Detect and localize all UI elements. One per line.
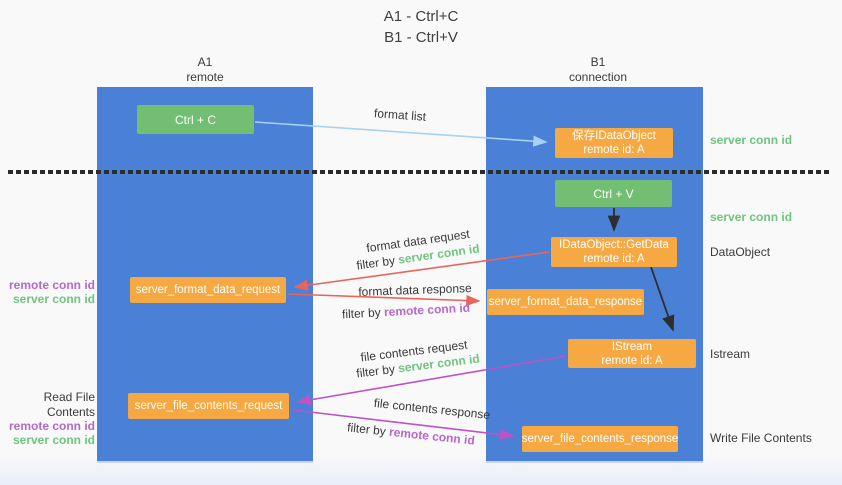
label-filter-by-remote-conn-id-file: filter by remote conn id: [347, 420, 476, 447]
node-istream-line1: IStream: [611, 340, 653, 353]
left-labels-file: Read File Contents remote conn id server…: [0, 390, 95, 447]
lane-header-a1-line1: A1: [197, 55, 213, 69]
node-ctrl-v: Ctrl + V: [555, 180, 672, 207]
node-ctrl-c: Ctrl + C: [137, 105, 254, 134]
node-ctrl-c-label: Ctrl + C: [174, 112, 216, 127]
label-filter-by-remote-conn-id-format: filter by remote conn id: [342, 301, 471, 322]
server-conn-id-label-ctrlv: server conn id: [710, 210, 793, 224]
istream-label: Istream: [710, 347, 751, 361]
left-labels-format: remote conn id server conn id: [0, 278, 95, 306]
server-conn-id-label: server conn id: [12, 291, 95, 306]
node-save-idataobject: 保存IDataObject remote id: A: [555, 128, 673, 158]
remote-conn-id-label: remote conn id: [8, 419, 95, 433]
read-file-contents-label: Read File Contents: [43, 390, 95, 419]
server-conn-id-label: server conn id: [12, 432, 95, 447]
node-server-format-data-response: server_format_data_response: [487, 289, 644, 315]
write-file-contents-label: Write File Contents: [710, 431, 812, 445]
node-server-file-contents-request: server_file_contents_request: [128, 393, 289, 419]
node-idataobject-getdata-line1: IDataObject::GetData: [559, 239, 669, 251]
node-istream: IStream remote id: A: [568, 339, 696, 368]
remote-conn-id-label: remote conn id: [8, 278, 95, 292]
node-istream-line2: remote id: A: [601, 354, 663, 367]
node-ctrl-v-label: Ctrl + V: [593, 186, 634, 201]
node-server-format-data-request-label: server_format_data_request: [135, 284, 281, 296]
node-save-idataobject-line1: 保存IDataObject: [572, 130, 656, 142]
label-filter-prefix: filter by: [355, 253, 396, 273]
node-server-format-data-response-label: server_format_data_response: [488, 296, 643, 308]
node-idataobject-getdata-line2: remote id: A: [583, 253, 645, 265]
lane-header-b1-line2: connection: [568, 70, 628, 84]
lane-header-a1-line2: remote: [186, 70, 224, 84]
dotted-separator: [8, 170, 830, 174]
dataobject-label: DataObject: [710, 245, 771, 259]
node-server-file-contents-response-label: server_file_contents_response: [521, 433, 679, 445]
label-filter-prefix: filter by: [355, 361, 396, 381]
label-format-list: format list: [373, 106, 427, 124]
node-server-file-contents-response: server_file_contents_response: [522, 426, 678, 452]
label-format-data-response: format data response: [358, 281, 472, 299]
label-filter-prefix: filter by: [341, 305, 382, 322]
node-idataobject-getdata: IDataObject::GetData remote id: A: [551, 237, 677, 267]
label-remote-conn-id: remote conn id: [388, 424, 476, 448]
node-server-format-data-request: server_format_data_request: [130, 277, 286, 303]
lane-header-b1-line1: B1: [590, 55, 606, 69]
label-remote-conn-id: remote conn id: [383, 300, 471, 320]
lane-header-b1-connection: B1 connection: [538, 55, 658, 85]
server-conn-id-label-save: server conn id: [710, 133, 793, 147]
diagram-title: A1 - Ctrl+C B1 - Ctrl+V: [0, 6, 842, 48]
node-save-idataobject-line2: remote id: A: [583, 144, 645, 156]
label-file-contents-response: file contents response: [373, 395, 491, 423]
lane-header-a1-remote: A1 remote: [145, 55, 265, 85]
title-line-a1: A1 - Ctrl+C: [383, 8, 459, 25]
label-filter-prefix: filter by: [346, 420, 387, 439]
node-server-file-contents-request-label: server_file_contents_request: [134, 400, 283, 412]
title-line-b1: B1 - Ctrl+V: [384, 29, 458, 46]
